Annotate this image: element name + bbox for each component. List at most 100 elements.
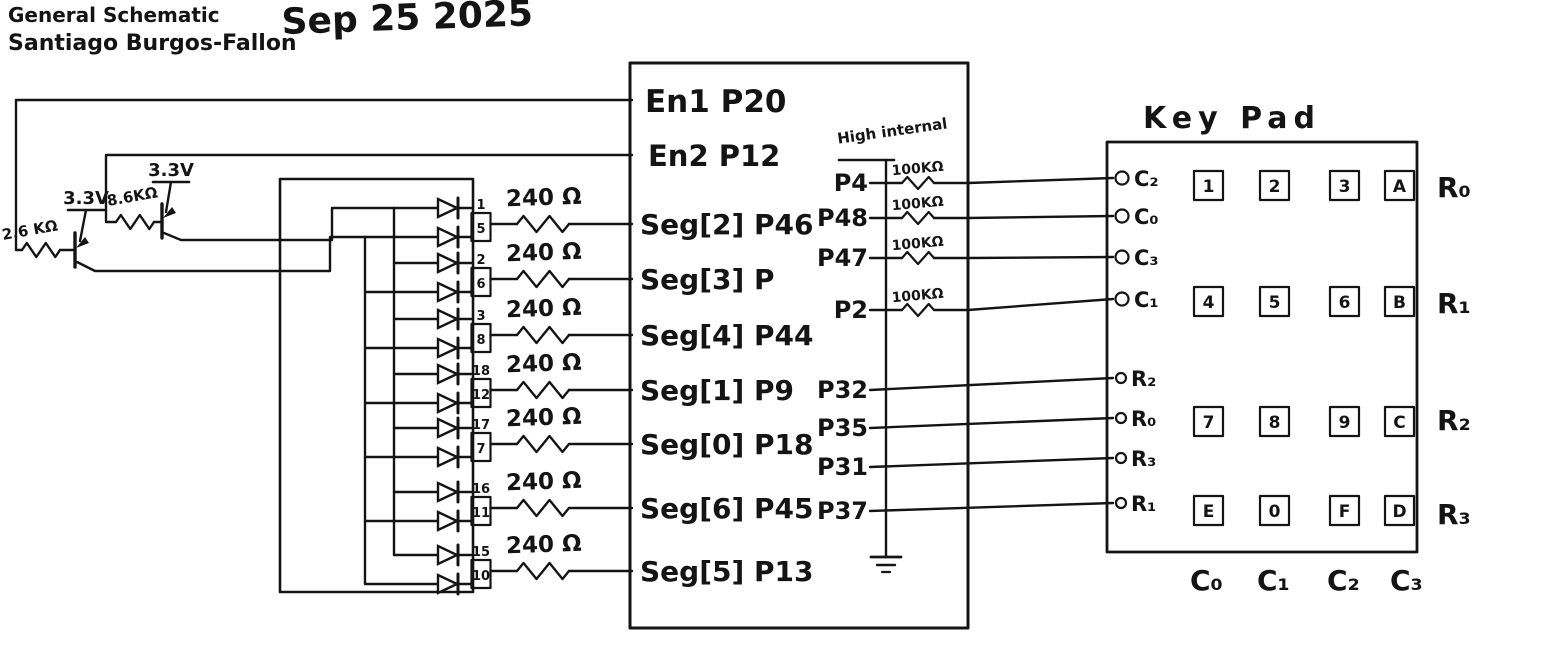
mcu-pin-col-1: P48 bbox=[817, 204, 868, 232]
pullup-note: High internal bbox=[836, 114, 948, 147]
col-pin-row-1-pullup-resistor bbox=[900, 210, 936, 226]
mcu-pin-seg-5: Seg[6] P45 bbox=[640, 492, 814, 525]
seg-row-6-junction-box bbox=[470, 558, 492, 590]
led-icon-bottom-1 bbox=[436, 281, 460, 303]
q2-base-resistor bbox=[114, 213, 156, 231]
col-pin-row-3-resistor-label: 100KΩ bbox=[891, 286, 944, 306]
seg-row-1-junction-box bbox=[470, 266, 492, 298]
keypad-key-1-2 bbox=[1328, 285, 1361, 318]
keypad-key-label-2-1: 8 bbox=[1269, 413, 1281, 433]
led-icon-top-1 bbox=[436, 252, 460, 274]
keypad-col-terminal-icon-1 bbox=[1114, 208, 1130, 224]
mcu-pin-seg-2: Seg[4] P44 bbox=[640, 319, 814, 352]
seg-row-6-resistor-label: 240 Ω bbox=[506, 531, 582, 560]
led-icon-top-0 bbox=[436, 197, 460, 219]
seg-row-2-pin-bottom: 8 bbox=[476, 333, 485, 348]
keypad-key-label-1-1: 5 bbox=[1269, 293, 1281, 313]
seg-row-6-pin-top: 15 bbox=[472, 545, 490, 560]
seg-row-5-resistor-label: 240 Ω bbox=[506, 468, 582, 497]
mcu-pin-seg-4: Seg[0] P18 bbox=[640, 428, 814, 461]
keypad-row-terminal-icon-0 bbox=[1114, 371, 1128, 385]
keypad-key-label-3-0: E bbox=[1203, 502, 1215, 522]
keypad-row-terminal-icon-2 bbox=[1114, 451, 1128, 465]
mcu-pin-seg-0: Seg[2] P46 bbox=[640, 208, 814, 241]
keypad-key-2-3 bbox=[1383, 405, 1416, 438]
keypad-col-label-2: C₂ bbox=[1327, 564, 1360, 597]
mcu-pin-en2: En2 P12 bbox=[648, 139, 780, 173]
seg-row-0-resistor-label: 240 Ω bbox=[506, 184, 582, 213]
led-icon-bottom-0 bbox=[436, 226, 460, 248]
col-pin-row-2-pullup-resistor bbox=[900, 250, 936, 266]
seg-row-4-resistor-label: 240 Ω bbox=[506, 404, 582, 433]
mcu-pin-col-0: P4 bbox=[834, 169, 868, 197]
q2-emitter-arrow bbox=[163, 207, 176, 218]
seg-row-3-pin-top: 18 bbox=[472, 364, 490, 379]
seg-row-6-pin-bottom: 10 bbox=[472, 569, 490, 584]
keypad-key-label-2-0: 7 bbox=[1203, 413, 1215, 433]
keypad-row-terminal-icon-3 bbox=[1114, 496, 1128, 510]
q2-supply-label: 3.3V bbox=[148, 160, 194, 181]
keypad-key-3-0 bbox=[1192, 494, 1225, 527]
schematic-author: Santiago Burgos-Fallon bbox=[8, 31, 297, 56]
q1-emitter-arrow bbox=[76, 237, 89, 248]
mcu-pin-en1: En1 P20 bbox=[645, 84, 786, 120]
keypad-key-0-3 bbox=[1383, 169, 1416, 202]
keypad-row-label-3: R₃ bbox=[1437, 498, 1471, 531]
keypad-key-label-1-2: 6 bbox=[1339, 293, 1351, 313]
q1-collector-wire bbox=[75, 235, 367, 273]
col-pin-row-1-resistor-label: 100KΩ bbox=[891, 194, 944, 214]
keypad-key-label-0-1: 2 bbox=[1269, 177, 1281, 197]
en1-wire bbox=[14, 98, 634, 252]
q2-emitter bbox=[164, 180, 173, 214]
keypad-col-label-0: C₀ bbox=[1190, 564, 1223, 597]
keypad-col-label-3: C₃ bbox=[1390, 564, 1423, 597]
mcu-pin-col-3: P2 bbox=[834, 296, 868, 324]
row-pin-row-1-wire-to-keypad bbox=[868, 416, 1115, 430]
keypad-row-label-0: R₀ bbox=[1437, 171, 1471, 204]
led-icon-bottom-4 bbox=[436, 446, 460, 468]
keypad-key-3-2 bbox=[1328, 494, 1361, 527]
keypad-row-label-1: R₁ bbox=[1437, 287, 1471, 320]
led-icon-top-4 bbox=[436, 417, 460, 439]
keypad-row-terminal-label-1: R₀ bbox=[1131, 407, 1156, 431]
keypad-key-label-3-2: F bbox=[1339, 502, 1351, 522]
mcu-pin-row-2: P31 bbox=[817, 453, 868, 481]
col-pin-row-2-resistor-label: 100KΩ bbox=[891, 234, 944, 254]
keypad-box bbox=[1105, 140, 1419, 554]
seg-row-0-pin-bottom: 5 bbox=[476, 222, 485, 237]
keypad-key-3-1 bbox=[1258, 494, 1291, 527]
seg-row-3-pin-bottom: 12 bbox=[472, 388, 490, 403]
seg-row-5-pin-bottom: 11 bbox=[472, 506, 490, 521]
keypad-key-1-0 bbox=[1192, 285, 1225, 318]
led-icon-bottom-3 bbox=[436, 392, 460, 414]
q1-base-resistor bbox=[20, 241, 62, 259]
seg-row-2-series-resistor bbox=[515, 325, 571, 345]
keypad-col-terminal-label-2: C₃ bbox=[1134, 246, 1159, 270]
keypad-row-label-2: R₂ bbox=[1437, 404, 1471, 437]
seg-row-0-junction-box bbox=[470, 211, 492, 243]
q2-collector-wire bbox=[162, 206, 396, 242]
en2-wire bbox=[104, 153, 634, 224]
mcu-pin-col-2: P47 bbox=[817, 244, 868, 272]
keypad-row-terminal-label-2: R₃ bbox=[1131, 447, 1156, 471]
col-pin-row-1-wire-to-keypad bbox=[966, 214, 1115, 220]
col-pin-row-0-pullup-resistor bbox=[900, 175, 936, 191]
seg-row-1-pin-top: 2 bbox=[476, 253, 485, 268]
keypad-row-terminal-label-0: R₂ bbox=[1131, 367, 1156, 391]
seg-row-3-series-resistor bbox=[515, 380, 571, 400]
seg-row-5-junction-box bbox=[470, 495, 492, 527]
col-pin-row-3-pullup-resistor bbox=[900, 302, 936, 318]
keypad-key-label-3-3: D bbox=[1392, 502, 1406, 522]
keypad-key-label-1-3: B bbox=[1393, 293, 1406, 313]
seg-row-3-resistor-label: 240 Ω bbox=[506, 350, 582, 379]
keypad-key-1-1 bbox=[1258, 285, 1291, 318]
keypad-col-terminal-label-1: C₀ bbox=[1134, 205, 1159, 229]
seg-row-2-resistor-label: 240 Ω bbox=[506, 295, 582, 324]
led-icon-bottom-6 bbox=[436, 573, 460, 595]
row-pin-row-2-wire-to-keypad bbox=[868, 456, 1115, 469]
keypad-key-0-2 bbox=[1328, 169, 1361, 202]
keypad-key-label-0-0: 1 bbox=[1203, 177, 1215, 197]
mcu-pin-row-1: P35 bbox=[817, 414, 868, 442]
